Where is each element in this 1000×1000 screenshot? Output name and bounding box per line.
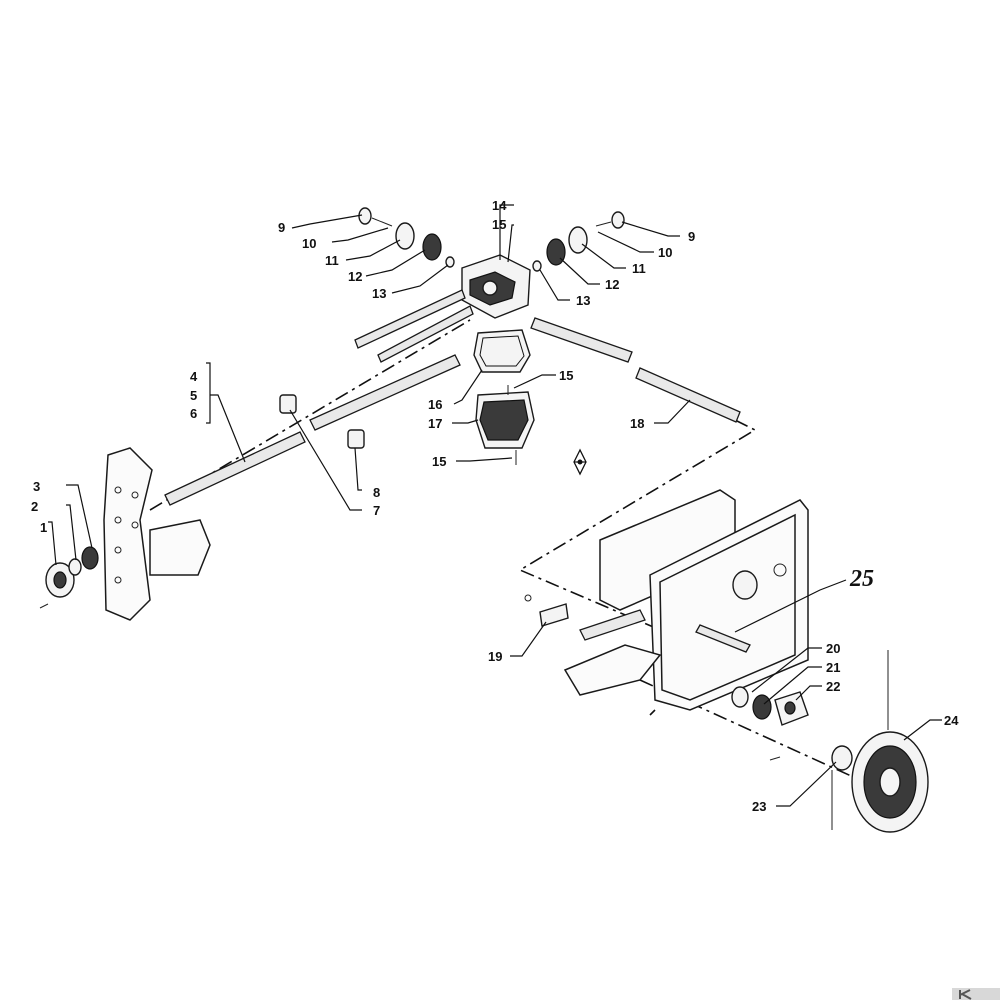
leader-lines: [48, 204, 942, 807]
brand-logo-icon: [952, 988, 1000, 1000]
callout-11-left: 11: [325, 253, 339, 268]
callout-24: 24: [944, 713, 959, 728]
callout-8: 8: [373, 485, 380, 500]
gasket-and-cover: [473, 329, 535, 465]
shaft-clamp: [347, 429, 365, 449]
central-gearbox: [354, 254, 531, 363]
callout-13-right: 13: [576, 293, 590, 308]
callout-9-left: 9: [278, 220, 285, 235]
callout-10-right: 10: [658, 245, 672, 260]
callout-22: 22: [826, 679, 840, 694]
callout-5: 5: [190, 388, 197, 403]
callout-17: 17: [428, 416, 442, 431]
right-frame-assembly: [563, 489, 809, 711]
callout-7: 7: [373, 503, 380, 518]
callout-15-middle: 15: [559, 368, 573, 383]
callout-labels: 1 2 3 4 5 6 7 8 9 9 10 10 11 11 12 12 13…: [31, 198, 959, 814]
shaft-coupling: [279, 394, 297, 414]
callout-20: 20: [826, 641, 840, 656]
direction-symbol-icon: [573, 448, 587, 476]
right-drive-shaft: [530, 317, 741, 423]
callout-1: 1: [40, 520, 47, 535]
right-bearing-parts: [731, 686, 853, 771]
callout-6: 6: [190, 406, 197, 421]
callout-23: 23: [752, 799, 766, 814]
callout-16: 16: [428, 397, 442, 412]
callout-12-right: 12: [605, 277, 619, 292]
label-bracket-4-6: [206, 362, 211, 424]
callout-18: 18: [630, 416, 644, 431]
callout-10-left: 10: [302, 236, 316, 251]
callout-3: 3: [33, 479, 40, 494]
callout-2: 2: [31, 499, 38, 514]
callout-15-bottom: 15: [432, 454, 446, 469]
callout-9-right: 9: [688, 229, 695, 244]
right-gear-set: [532, 211, 625, 272]
left-bearing-housing: [39, 546, 99, 609]
callout-4: 4: [190, 369, 198, 384]
callout-25: 25: [849, 566, 874, 592]
callout-21: 21: [826, 660, 840, 675]
left-gear-set: [358, 207, 455, 268]
drive-pulley: [831, 650, 929, 833]
callout-11-right: 11: [632, 261, 646, 276]
callout-12-left: 12: [348, 269, 362, 284]
callout-19: 19: [488, 649, 502, 664]
left-frame-bracket: [103, 447, 211, 621]
callout-14: 14: [492, 198, 507, 213]
clip-plate: [524, 594, 569, 627]
callout-15-top: 15: [492, 217, 506, 232]
left-drive-shaft: [164, 354, 461, 506]
callout-13-left: 13: [372, 286, 386, 301]
